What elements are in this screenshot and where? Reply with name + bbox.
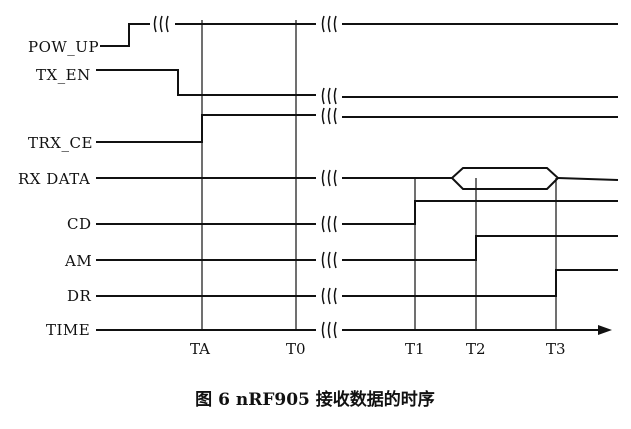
rx-data-packet xyxy=(450,167,560,190)
break-mark-top xyxy=(321,15,337,33)
break-mark-tx-en xyxy=(321,87,337,105)
time-axis xyxy=(96,325,612,335)
break-mark-rx-data xyxy=(321,169,337,187)
time-label-t2: T2 xyxy=(466,340,486,358)
label-dr: DR xyxy=(67,287,92,305)
label-rx-data: RX DATA xyxy=(18,170,90,188)
figure-caption: 图 6 nRF905 接收数据的时序 xyxy=(195,389,435,410)
label-am: AM xyxy=(64,252,92,270)
label-trx-ce: TRX_CE xyxy=(28,134,93,152)
break-mark-trx-ce xyxy=(321,107,337,125)
label-tx-en: TX_EN xyxy=(36,66,91,84)
waveform-cd xyxy=(96,200,618,225)
waveform-rx-data xyxy=(96,167,619,190)
waveform-tx-en xyxy=(96,69,618,98)
break-mark-pow-up xyxy=(153,15,169,33)
label-pow-up: POW_UP xyxy=(28,38,99,56)
label-time: TIME xyxy=(46,321,90,339)
break-mark-cd xyxy=(321,215,337,233)
break-mark-am xyxy=(321,251,337,269)
waveform-trx-ce xyxy=(96,114,618,143)
time-label-t1: T1 xyxy=(405,340,425,358)
time-label-t3: T3 xyxy=(546,340,566,358)
waveform-am xyxy=(96,235,618,261)
time-axis-arrow xyxy=(598,325,612,335)
waveform-dr xyxy=(96,269,618,297)
label-cd: CD xyxy=(67,215,92,233)
time-label-ta: TA xyxy=(190,340,210,358)
break-marks xyxy=(153,15,337,339)
waveform-pow-up xyxy=(100,23,618,47)
break-mark-dr xyxy=(321,287,337,305)
time-label-t0: T0 xyxy=(286,340,306,358)
break-mark-time xyxy=(321,321,337,339)
